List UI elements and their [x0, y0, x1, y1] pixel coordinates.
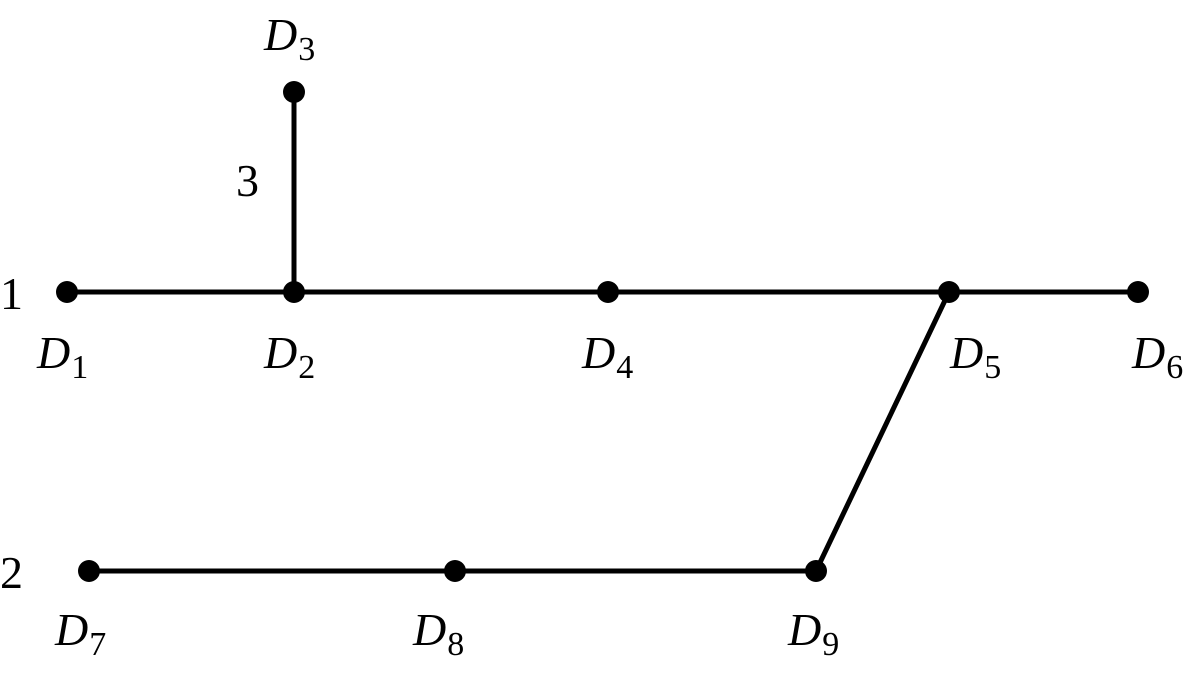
- node-d8: [444, 560, 466, 582]
- node-label-d6-sub: 6: [1166, 349, 1183, 386]
- node-d4: [597, 281, 619, 303]
- node-label-d7-letter: D: [54, 604, 88, 655]
- node-label-d3-sub: 3: [298, 31, 315, 68]
- node-label-d4-sub: 4: [616, 349, 633, 386]
- nodes: [56, 81, 1149, 582]
- node-label-d3-letter: D: [263, 9, 297, 60]
- node-label-d8-sub: 8: [447, 626, 464, 663]
- node-d1: [56, 281, 78, 303]
- node-d2: [283, 281, 305, 303]
- node-label-d9: D9: [787, 604, 839, 663]
- node-d6: [1127, 281, 1149, 303]
- node-d3: [283, 81, 305, 103]
- node-label-d6: D6: [1131, 327, 1183, 386]
- node-label-d2: D2: [263, 327, 315, 386]
- node-label-d5-letter: D: [949, 327, 983, 378]
- node-label-d3: D3: [263, 9, 315, 68]
- node-label-d4: D4: [581, 327, 633, 386]
- node-label-d4-letter: D: [581, 327, 615, 378]
- node-d7: [78, 560, 100, 582]
- node-label-d7: D7: [54, 604, 106, 663]
- edge-d5-d9: [813, 289, 952, 574]
- line-label-2: 2: [0, 547, 23, 598]
- node-label-d2-letter: D: [263, 327, 297, 378]
- node-label-d2-sub: 2: [298, 349, 315, 386]
- node-label-d1-letter: D: [36, 327, 70, 378]
- edges: [64, 89, 1141, 574]
- node-label-d5-sub: 5: [984, 349, 1001, 386]
- line-labels: 1 2 3: [0, 155, 259, 598]
- node-label-d9-sub: 9: [822, 626, 839, 663]
- node-label-d9-letter: D: [787, 604, 821, 655]
- node-labels: D1 D2 D3 D4 D5 D6 D7 D8 D9: [36, 9, 1183, 663]
- node-label-d8-letter: D: [412, 604, 446, 655]
- node-label-d8: D8: [412, 604, 464, 663]
- node-label-d7-sub: 7: [89, 626, 106, 663]
- node-label-d1-sub: 1: [71, 349, 88, 386]
- node-label-d6-letter: D: [1131, 327, 1165, 378]
- line-label-3: 3: [236, 155, 259, 206]
- node-d5: [938, 281, 960, 303]
- node-d9: [805, 560, 827, 582]
- node-label-d1: D1: [36, 327, 88, 386]
- line-label-1: 1: [0, 268, 23, 319]
- node-label-d5: D5: [949, 327, 1001, 386]
